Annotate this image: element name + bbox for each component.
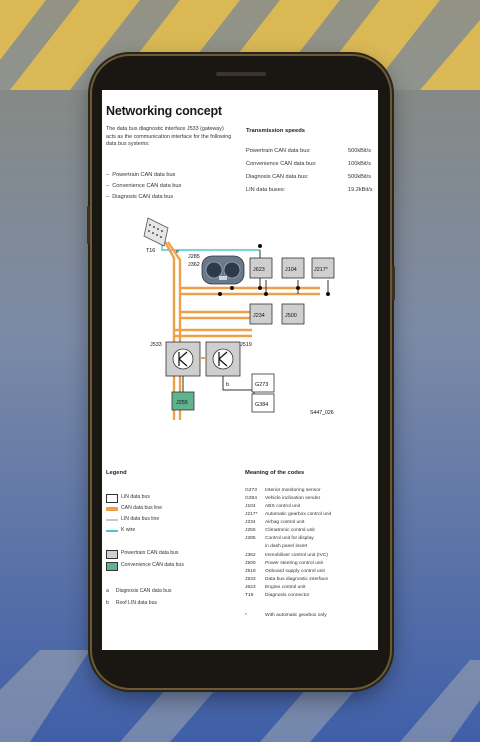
ecu-box [281, 257, 305, 279]
speeds-title: Transmission speeds [246, 128, 305, 134]
phone-frame: Networking concept The data bus diagnost… [87, 56, 395, 688]
bus-system-item: – Diagnosis CAN data bus [106, 194, 174, 200]
label-j104: J104 [285, 267, 297, 273]
instrument-cluster-icon [201, 255, 245, 285]
ecu-box [249, 257, 273, 279]
label-j217: J217* [314, 267, 329, 273]
label-g273: G273 [255, 382, 268, 388]
label-b: b [226, 382, 229, 388]
intro-text: The data bus diagnostic interface J533 (… [106, 126, 232, 148]
bus-system-item: – Powertrain CAN data bus [106, 172, 176, 178]
codes-title: Meaning of the codes [245, 470, 305, 476]
page-title: Networking concept [106, 104, 222, 118]
label-e: e [176, 249, 179, 255]
can-line-swatch [106, 507, 118, 511]
code-row: J217*Automatic gearbox control unit [245, 512, 332, 517]
powertrain-box-swatch [106, 550, 118, 559]
climatronic-box [171, 391, 195, 411]
legend-item: CAN data bus line [121, 505, 163, 511]
label-j285: J285 [188, 254, 200, 260]
code-row: in dash panel insert [265, 544, 308, 549]
label-j500: J500 [285, 313, 297, 319]
label-j519: J519 [240, 342, 252, 348]
bus-system-item: – Convenience CAN data bus [106, 183, 182, 189]
ecu-box [281, 303, 305, 325]
k-wire-swatch [106, 530, 118, 532]
lin-line-swatch [106, 519, 118, 521]
speed-row: Powertrain CAN data bus:500kBit/s [246, 148, 372, 154]
label-j234: J234 [253, 313, 265, 319]
diagnosis-connector-icon [143, 217, 169, 247]
power-button [392, 266, 395, 300]
legend-item: Powertrain CAN data bus [121, 550, 179, 556]
network-diagram: T16 e J285 J362 J623 J104 J217* J234 J50… [143, 217, 335, 420]
legend-title: Legend [106, 470, 127, 476]
footnote: *With automatic gearbox only [245, 613, 327, 618]
ecu-box [249, 303, 273, 325]
legend-item: LIN data bus [121, 494, 150, 500]
label-j255: J255 [176, 400, 188, 406]
label-g384: G384 [255, 402, 268, 408]
document-screen[interactable]: Networking concept The data bus diagnost… [102, 90, 378, 650]
convenience-box-swatch [106, 562, 118, 571]
legend-item: LIN data bus line [121, 516, 160, 522]
speed-row: LIN data buses:19.2kBit/s [246, 187, 373, 193]
legend-note: a Diagnosis CAN data bus [106, 588, 172, 594]
volume-button [87, 206, 90, 244]
label-j362: J362 [188, 262, 200, 268]
speed-row: Diagnosis CAN data bus:500kBit/s [246, 174, 372, 180]
legend-item: K wire [121, 527, 136, 533]
figure-reference: S447_026 [310, 410, 334, 416]
legend-item: Convenience CAN data bus [121, 562, 184, 568]
label-t16: T16 [146, 248, 155, 254]
lin-bus-swatch [106, 494, 118, 503]
sensor-box [251, 373, 275, 393]
label-j533: J533 [150, 342, 162, 348]
speaker-grille [216, 72, 266, 76]
sensor-box [251, 393, 275, 413]
legend-note: b Roof LIN data bus [106, 600, 157, 606]
label-j623: J623 [253, 267, 265, 273]
speed-row: Convenience CAN data bus:100kBit/s [246, 161, 372, 167]
ecu-box [311, 257, 335, 279]
